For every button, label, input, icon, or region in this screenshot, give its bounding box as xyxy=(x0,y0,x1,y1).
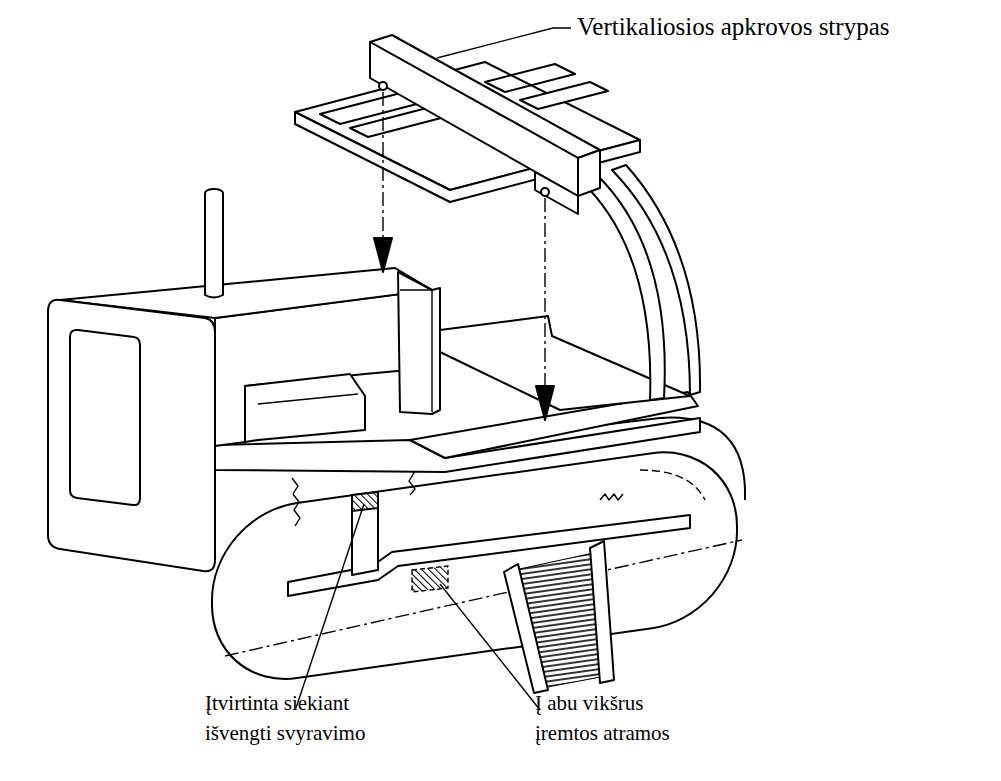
load-arrow xyxy=(544,198,545,398)
vertical-load-bar xyxy=(535,172,578,214)
load-frame xyxy=(612,165,700,395)
load-arrow xyxy=(382,92,383,250)
chassis-rail xyxy=(225,470,742,656)
support-stand xyxy=(590,541,614,683)
support-stand xyxy=(504,541,614,693)
tractor-body xyxy=(400,290,432,412)
vertical-load-bar xyxy=(541,188,549,196)
tractor-body xyxy=(48,189,700,571)
tractor-body xyxy=(245,374,365,442)
load-frame xyxy=(485,64,575,92)
load-frame xyxy=(520,82,608,109)
leader-line xyxy=(437,28,571,58)
leader-line xyxy=(296,504,364,708)
chassis-rail xyxy=(640,470,705,500)
load-arrow xyxy=(374,238,392,272)
tractor-body xyxy=(205,193,223,298)
anti-sway-post xyxy=(352,508,378,575)
tractor-body xyxy=(258,394,358,404)
tractor-body xyxy=(70,330,140,505)
chassis-rail xyxy=(288,515,690,596)
tractor-body xyxy=(48,300,215,572)
crawler-track xyxy=(212,441,737,690)
vertical-load-bar xyxy=(578,150,600,196)
part-label: Įtvirtinta siekiant išvengti svyravimo xyxy=(205,688,380,748)
load-arrow xyxy=(374,92,554,420)
crawler-track xyxy=(212,441,737,690)
cut-line xyxy=(292,478,300,526)
vertical-load-bar xyxy=(370,35,600,214)
leader-line xyxy=(296,28,571,710)
vertical-load-bar xyxy=(370,42,578,196)
vertical-load-bar xyxy=(379,82,387,90)
anti-sway-post xyxy=(352,492,378,575)
leader-line xyxy=(440,584,540,710)
cut-line xyxy=(292,465,623,526)
anti-sway-post xyxy=(352,492,378,511)
load-arrow xyxy=(536,386,554,420)
part-label: Vertikaliosios apkrovos strypas xyxy=(577,12,889,42)
cut-line xyxy=(600,494,623,500)
part-label: Į abu vikšrus įremtos atramos xyxy=(535,688,705,748)
tractor-body xyxy=(398,272,440,414)
